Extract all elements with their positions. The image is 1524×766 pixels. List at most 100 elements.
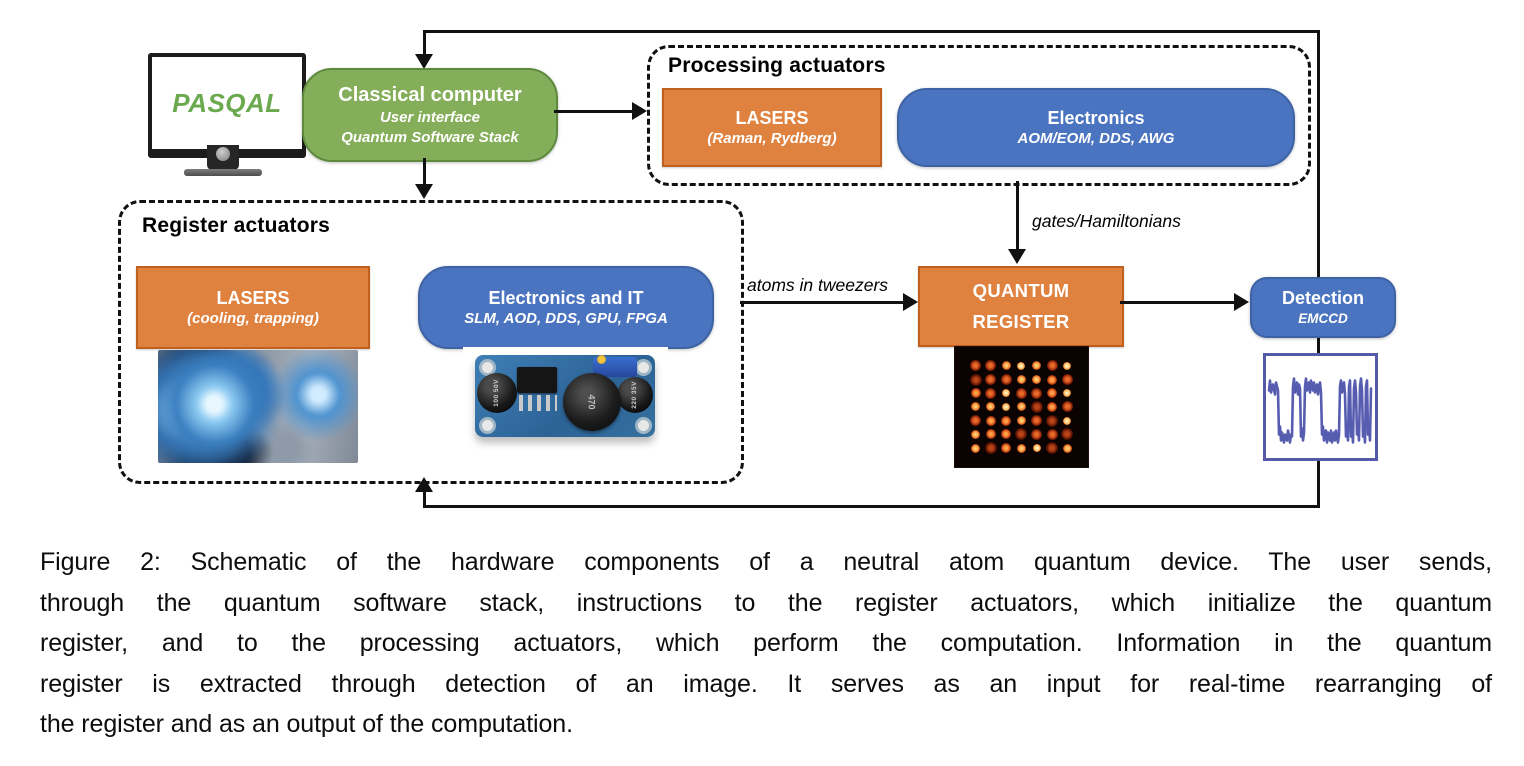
- atom-dot: [1044, 386, 1059, 400]
- register-actuators-group: [118, 200, 744, 484]
- detection-title: Detection: [1281, 288, 1364, 309]
- atom-dot: [968, 428, 983, 442]
- pasqal-logo: PASQAL: [172, 87, 282, 118]
- atom-dot: [999, 414, 1014, 428]
- caption-line: through the quantum software stack, inst…: [40, 588, 1492, 617]
- register-electronics-subtitle: SLM, AOD, DDS, GPU, FPGA: [464, 310, 668, 327]
- atom-dot: [1060, 414, 1075, 428]
- arrow-loop-to-classical-head: [415, 54, 433, 69]
- caption-line: register, and to the processing actuator…: [40, 629, 1492, 657]
- processing-actuators-group: [647, 45, 1311, 186]
- laser-optics-photo: [158, 350, 358, 463]
- quantum-register-box: QUANTUM REGISTER: [918, 266, 1124, 347]
- atom-dot: [1029, 386, 1044, 400]
- electronics-board-photo: 100 50V 220 35V 470: [463, 347, 668, 453]
- arrow-classical-to-register-head: [415, 184, 433, 199]
- arrow-register-to-quantum-head: [903, 293, 918, 311]
- atom-dot: [1029, 414, 1044, 428]
- classical-computer-box: Classical computer User interface Quantu…: [302, 68, 558, 162]
- gates-hamiltonians-label: gates/Hamiltonians: [1032, 211, 1181, 231]
- processing-lasers-subtitle: (Raman, Rydberg): [707, 130, 837, 147]
- atom-dot: [983, 428, 998, 442]
- atom-dot: [968, 441, 983, 455]
- classical-computer-subtitle-2: Quantum Software Stack: [341, 128, 519, 146]
- register-lasers-subtitle: (cooling, trapping): [187, 310, 319, 327]
- atom-dot: [1044, 400, 1059, 414]
- pcb-hole: [479, 417, 496, 434]
- top-feedback-line: [423, 30, 1320, 33]
- atom-dot: [1014, 400, 1029, 414]
- quantum-register-line1: QUANTUM: [972, 279, 1070, 301]
- atom-dot: [1044, 359, 1059, 373]
- atom-dot: [1044, 441, 1059, 455]
- figure-caption: Figure 2: Schematic of the hardware comp…: [40, 542, 1492, 745]
- register-actuators-label: Register actuators: [142, 214, 330, 237]
- atom-dot: [1014, 428, 1029, 442]
- atom-dot: [983, 414, 998, 428]
- processing-electronics-box: Electronics AOM/EOM, DDS, AWG: [897, 88, 1295, 167]
- atom-dot: [1060, 359, 1075, 373]
- trimmer-screw: [597, 355, 606, 364]
- atom-dot: [1014, 386, 1029, 400]
- register-lasers-title: LASERS: [216, 287, 290, 308]
- atom-dot: [1060, 400, 1075, 414]
- atom-dot: [968, 359, 983, 373]
- monitor: PASQAL: [148, 53, 306, 158]
- atom-array-photo: [955, 347, 1088, 467]
- arrow-classical-to-processing-head: [632, 102, 647, 120]
- caption-line: the register and as an output of the com…: [40, 710, 573, 738]
- arrow-quantum-to-detection-head: [1234, 293, 1249, 311]
- capacitor-left-label: 100 50V: [493, 379, 501, 407]
- monitor-base: [184, 169, 262, 176]
- atom-dot: [1029, 428, 1044, 442]
- processing-electronics-title: Electronics: [1047, 107, 1145, 128]
- caption-line: Figure 2: Schematic of the hardware comp…: [40, 548, 1492, 576]
- processing-lasers-title: LASERS: [735, 107, 809, 128]
- telegraph-signal-trace: [1267, 377, 1373, 444]
- laser-optics-photo-art: [158, 350, 358, 463]
- inductor-label: 470: [587, 394, 597, 410]
- processing-actuators-label: Processing actuators: [668, 54, 886, 77]
- capacitor-right-label: 220 35V: [631, 381, 639, 409]
- pcb-hole: [635, 417, 652, 434]
- chip-legs: [519, 395, 557, 411]
- atom-dot: [983, 400, 998, 414]
- atom-dot: [1044, 428, 1059, 442]
- atom-dot: [983, 441, 998, 455]
- arrow-loop-to-classical-line: [423, 30, 426, 56]
- atom-dot: [999, 428, 1014, 442]
- atom-dot: [983, 373, 998, 387]
- atom-dot: [1044, 373, 1059, 387]
- atoms-in-tweezers-label: atoms in tweezers: [747, 275, 889, 295]
- caption-line: register is extracted through detection …: [40, 669, 1492, 698]
- classical-computer-subtitle-1: User interface: [379, 109, 481, 126]
- arrow-register-to-quantum-line: [740, 301, 906, 304]
- atom-dot: [983, 386, 998, 400]
- register-electronics-title: Electronics and IT: [488, 287, 644, 308]
- voltage-regulator-chip: [517, 367, 557, 393]
- capacitor-right: 220 35V: [617, 377, 653, 413]
- processing-lasers-box: LASERS (Raman, Rydberg): [662, 88, 882, 167]
- register-lasers-box: LASERS (cooling, trapping): [136, 266, 370, 349]
- atom-dot: [1014, 441, 1029, 455]
- atom-dot: [1014, 359, 1029, 373]
- atom-dot: [1014, 414, 1029, 428]
- atom-dot: [1060, 428, 1075, 442]
- classical-computer-title: Classical computer: [338, 84, 522, 106]
- atom-dot: [999, 400, 1014, 414]
- atom-dot: [1060, 441, 1075, 455]
- atom-dot: [1029, 373, 1044, 387]
- arrow-processing-to-quantum-head: [1008, 249, 1026, 264]
- atom-dot: [1060, 386, 1075, 400]
- atom-dot: [999, 359, 1014, 373]
- atom-dot: [968, 373, 983, 387]
- atom-dot: [1029, 441, 1044, 455]
- atom-dot: [983, 359, 998, 373]
- atom-dot: [999, 441, 1014, 455]
- atom-dot: [1060, 373, 1075, 387]
- capacitor-left: 100 50V: [477, 373, 517, 413]
- arrow-processing-to-quantum-line: [1016, 181, 1019, 251]
- detection-subtitle: EMCCD: [1298, 310, 1348, 326]
- arrow-classical-to-register-line: [423, 158, 426, 186]
